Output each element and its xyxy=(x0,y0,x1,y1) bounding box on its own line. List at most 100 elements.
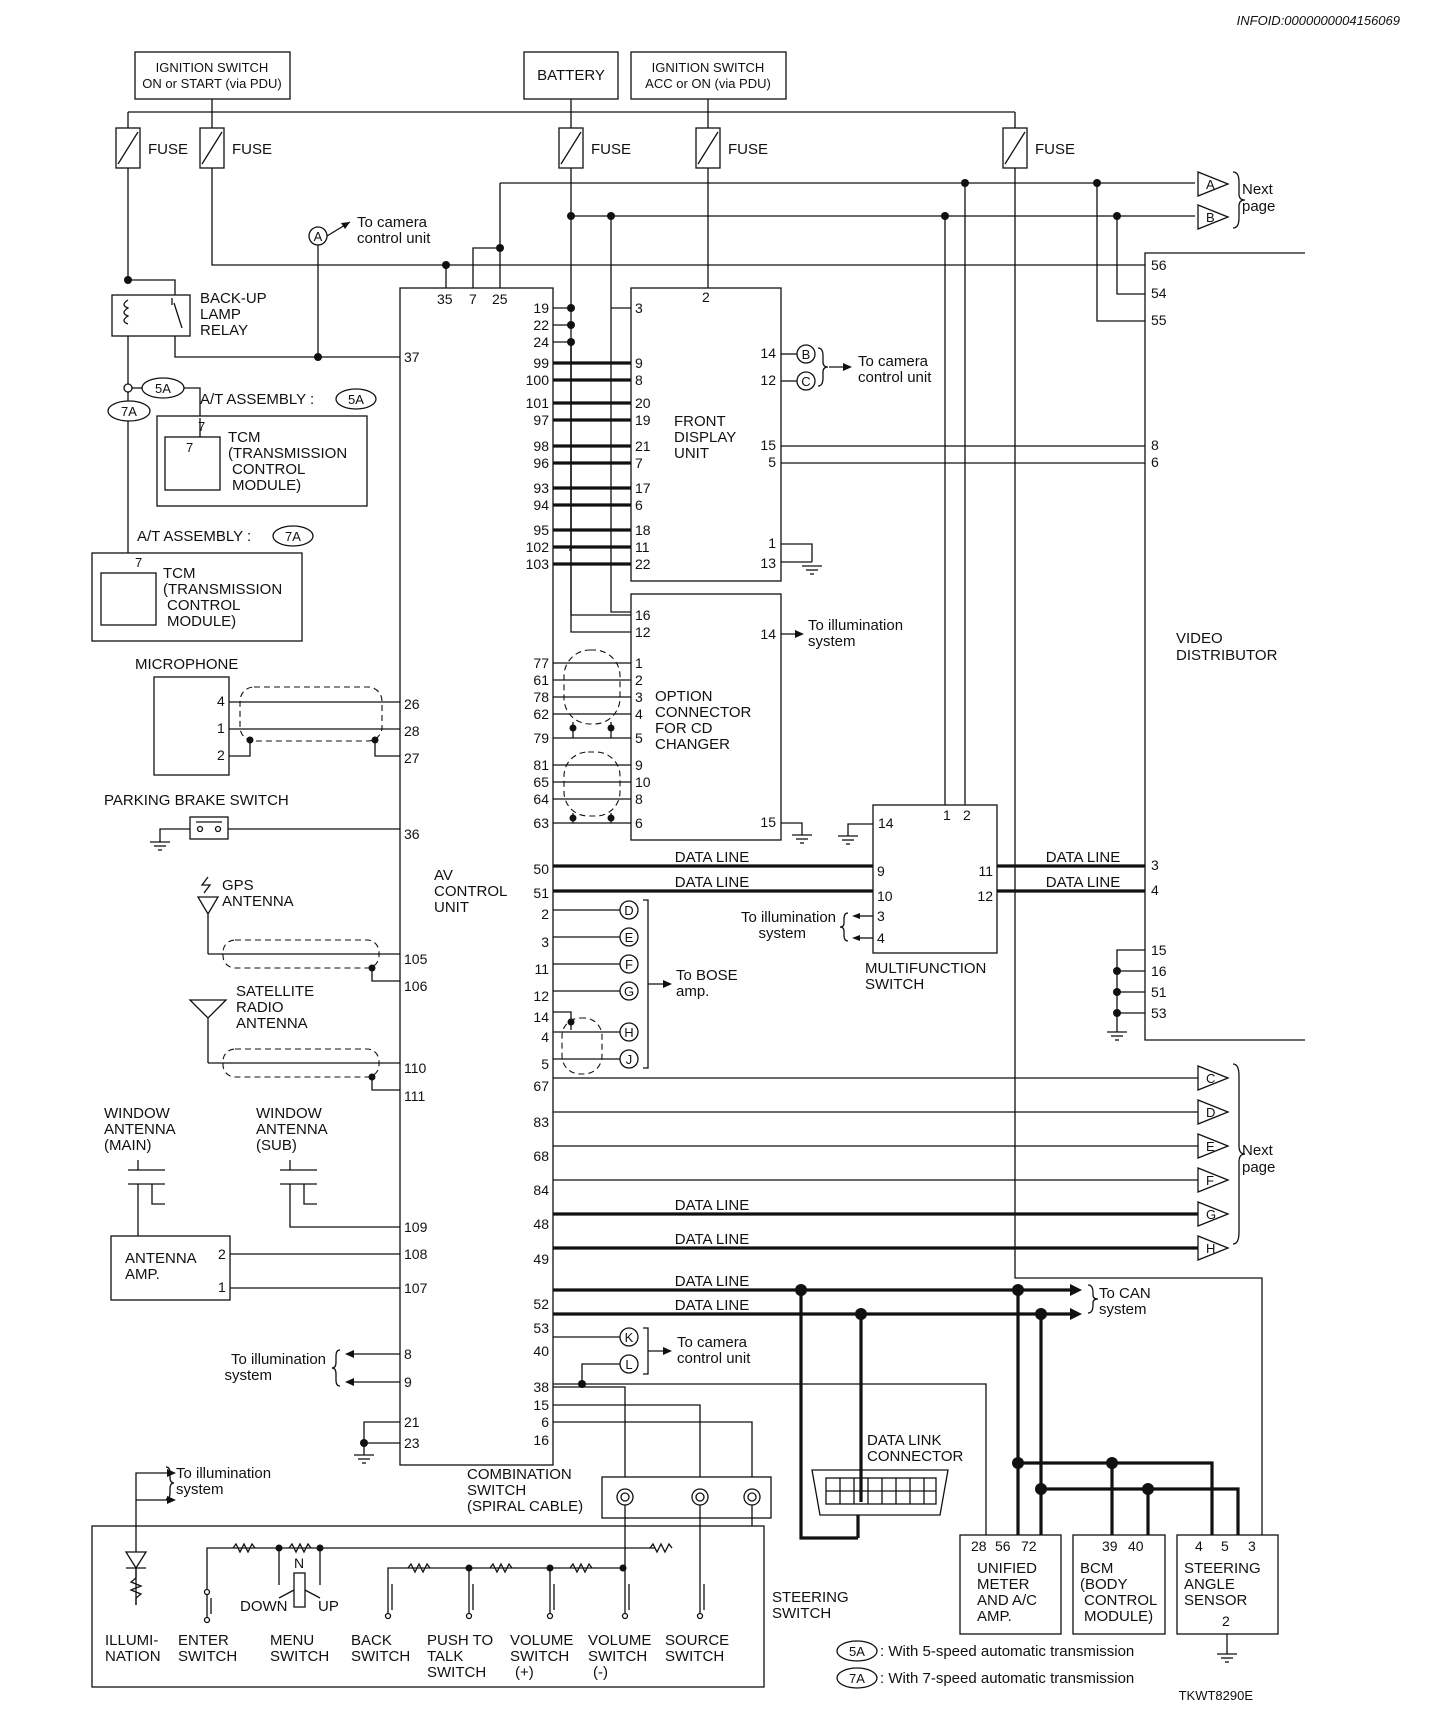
svg-text:35: 35 xyxy=(437,291,453,307)
svg-text:E: E xyxy=(625,930,634,945)
to-bose-label: To BOSE xyxy=(676,967,738,984)
microphone xyxy=(153,676,230,776)
data-link-connector xyxy=(811,1469,949,1538)
svg-text:D: D xyxy=(1206,1105,1215,1120)
ignition-on-start-sublabel: ON or START (via PDU) xyxy=(142,76,281,91)
svg-text:SWITCH: SWITCH xyxy=(665,1648,724,1665)
svg-text:27: 27 xyxy=(404,750,420,766)
data-link-label: DATA LINK xyxy=(867,1432,941,1449)
svg-text:51: 51 xyxy=(533,885,549,901)
svg-text:B: B xyxy=(802,347,811,362)
svg-text:24: 24 xyxy=(533,334,549,350)
svg-text:4: 4 xyxy=(1195,1538,1203,1554)
data-line-label: DATA LINE xyxy=(675,874,749,891)
svg-text:A: A xyxy=(1206,177,1215,192)
svg-text:83: 83 xyxy=(533,1114,549,1130)
svg-text:109: 109 xyxy=(404,1219,428,1235)
svg-text:19: 19 xyxy=(533,300,549,316)
svg-text:7: 7 xyxy=(186,440,193,455)
at-assembly-7a-label: A/T ASSEMBLY : xyxy=(137,528,251,545)
next-page-flags: C D E F G H xyxy=(1197,1065,1230,1261)
fuse-4 xyxy=(695,112,721,169)
svg-text:G: G xyxy=(624,984,634,999)
svg-text:5A: 5A xyxy=(348,392,364,407)
svg-text:VOLUME: VOLUME xyxy=(588,1632,651,1649)
backup-relay-label: BACK-UP xyxy=(200,290,267,307)
svg-text:54: 54 xyxy=(1151,285,1167,301)
svg-text:110: 110 xyxy=(404,1060,427,1076)
svg-text:: With 7-speed automatic trans: : With 7-speed automatic transmission xyxy=(880,1670,1134,1687)
svg-text:3: 3 xyxy=(877,908,885,924)
svg-text:62: 62 xyxy=(533,706,549,722)
svg-text:2: 2 xyxy=(217,747,225,763)
connector-c xyxy=(796,371,816,391)
to-camera-label: control unit xyxy=(858,369,932,386)
fdu-left-pins: 3 9 8 20 19 21 7 17 6 18 11 22 xyxy=(635,300,651,572)
connector-k xyxy=(619,1327,639,1347)
option-connector-label: CONNECTOR xyxy=(655,704,752,721)
unified-meter-label: METER xyxy=(977,1576,1030,1593)
svg-text:18: 18 xyxy=(635,522,651,538)
svg-text:94: 94 xyxy=(533,497,549,513)
svg-text:21: 21 xyxy=(635,438,651,454)
svg-text:7A: 7A xyxy=(121,404,137,419)
connector-b-flag: B xyxy=(1197,204,1230,230)
fuse-label: FUSE xyxy=(232,141,272,158)
combination-switch-label: COMBINATION xyxy=(467,1466,572,1483)
svg-text:4: 4 xyxy=(217,693,225,709)
window-antenna-sub xyxy=(280,1160,400,1228)
svg-text:SWITCH: SWITCH xyxy=(270,1648,329,1665)
svg-text:1: 1 xyxy=(218,1279,226,1295)
option-connector-cd xyxy=(630,593,782,841)
doc-id: INFOID:0000000004156069 xyxy=(1237,13,1400,28)
next-page-label: page xyxy=(1242,1159,1275,1176)
av-control-label: CONTROL xyxy=(434,883,507,900)
svg-text:SWITCH: SWITCH xyxy=(588,1648,647,1665)
svg-text:3: 3 xyxy=(635,689,643,705)
tcm-label: CONTROL xyxy=(167,597,240,614)
av-control-label: UNIT xyxy=(434,899,469,916)
svg-text:12: 12 xyxy=(635,624,651,640)
svg-text:SWITCH: SWITCH xyxy=(351,1648,410,1665)
svg-text:9: 9 xyxy=(635,757,643,773)
svg-text:14: 14 xyxy=(878,815,894,831)
svg-text:PUSH TO: PUSH TO xyxy=(427,1632,493,1649)
front-display-label: FRONT xyxy=(674,413,726,430)
tcm-label: TCM xyxy=(163,565,196,582)
parking-brake-label: PARKING BRAKE SWITCH xyxy=(104,792,289,809)
svg-text:84: 84 xyxy=(533,1182,549,1198)
svg-text:9: 9 xyxy=(877,863,885,879)
to-camera-label: To camera xyxy=(357,214,428,231)
svg-text:100: 100 xyxy=(526,372,550,388)
svg-text:13: 13 xyxy=(760,555,776,571)
av-control-label: AV xyxy=(434,867,453,884)
steering-angle-label: SENSOR xyxy=(1184,1592,1248,1609)
svg-text:22: 22 xyxy=(533,317,549,333)
data-line-label: DATA LINE xyxy=(675,849,749,866)
svg-text:L: L xyxy=(625,1357,632,1372)
connector-l xyxy=(619,1354,639,1374)
unified-meter xyxy=(959,1534,1062,1635)
cd-shield-2 xyxy=(563,751,621,817)
svg-text:4: 4 xyxy=(877,930,885,946)
tcm-label: (TRANSMISSION xyxy=(163,581,282,598)
svg-text:C: C xyxy=(801,374,810,389)
svg-text:SWITCH: SWITCH xyxy=(427,1664,486,1681)
svg-text:6: 6 xyxy=(1151,454,1159,470)
svg-text:1: 1 xyxy=(768,535,776,551)
option-left-pins: 16 12 1 2 3 4 5 9 10 8 6 xyxy=(635,607,651,831)
multifunction-switch xyxy=(872,804,998,954)
svg-text:50: 50 xyxy=(533,861,549,877)
window-antenna-sub-label: WINDOW xyxy=(256,1105,323,1122)
svg-text:14: 14 xyxy=(760,626,776,642)
to-bose-label: amp. xyxy=(676,983,709,1000)
backup-relay-label: RELAY xyxy=(200,322,248,339)
av-left-pins: 37 26 28 27 36 105 106 110 111 109 108 1… xyxy=(404,349,428,1451)
svg-text:1: 1 xyxy=(635,655,643,671)
svg-text:101: 101 xyxy=(526,395,550,411)
data-line-label: DATA LINE xyxy=(675,1231,749,1248)
svg-text:5: 5 xyxy=(635,730,643,746)
svg-text:9: 9 xyxy=(404,1374,412,1390)
bcm-label: (BODY xyxy=(1080,1576,1128,1593)
svg-text:SWITCH: SWITCH xyxy=(178,1648,237,1665)
